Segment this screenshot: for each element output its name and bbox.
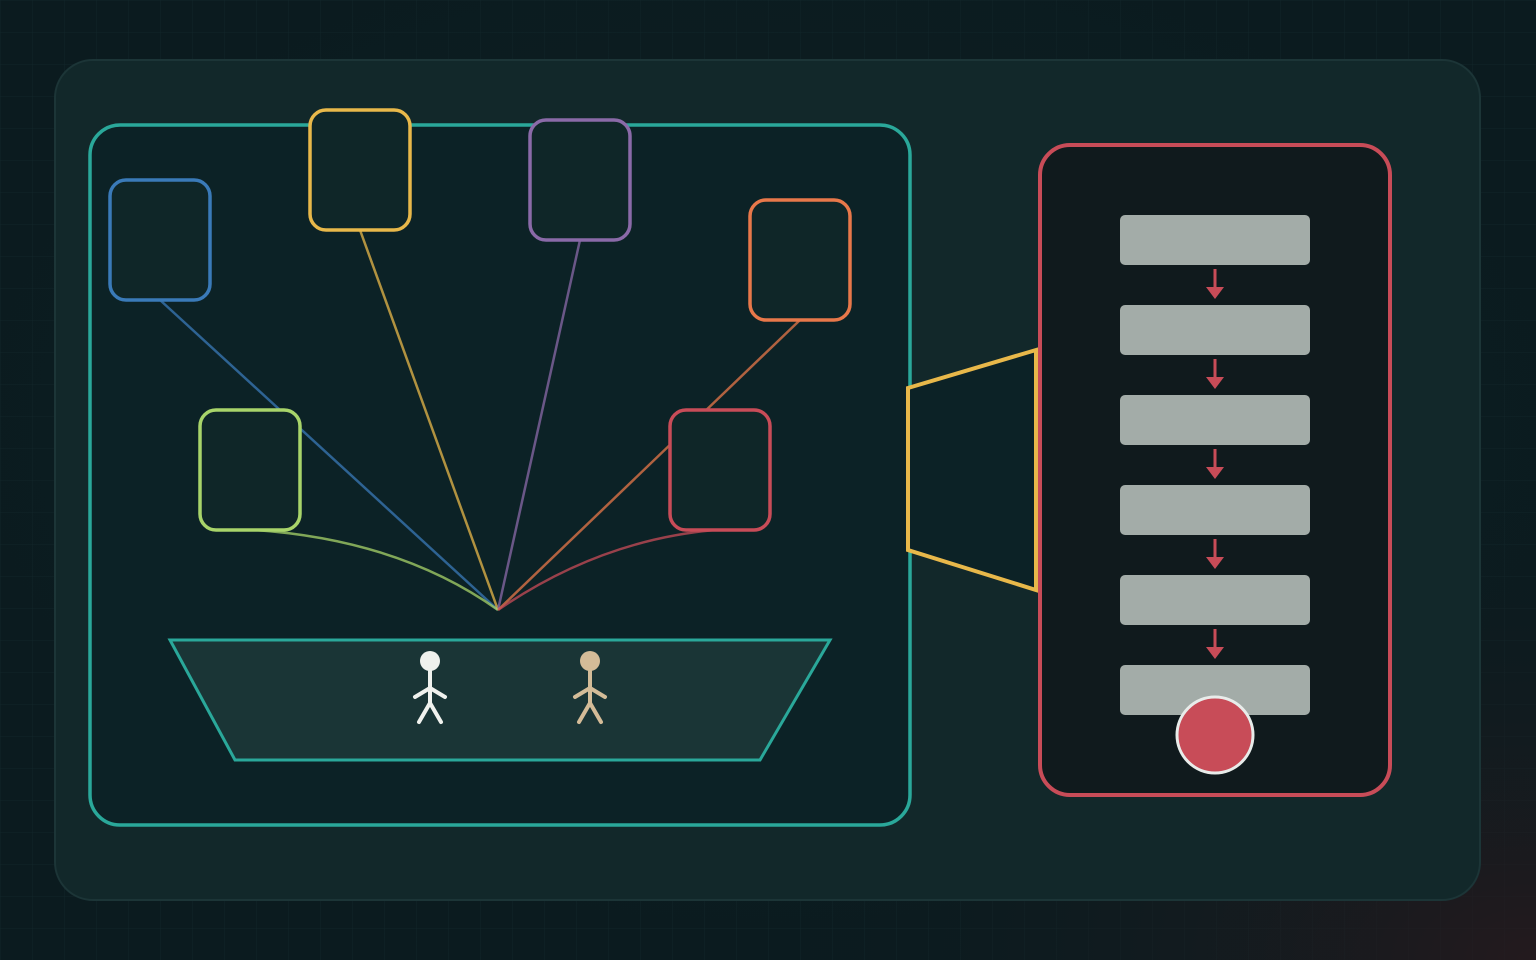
sequence-step-4[interactable] [1120,485,1310,535]
sequence-step-5[interactable] [1120,575,1310,625]
node-yellow-connection-line [358,229,500,611]
sequence-step-6[interactable] [1120,665,1310,715]
sequence-step-1[interactable] [1120,215,1310,265]
figure-group [413,651,607,724]
sequence-arrow-3 [1206,449,1224,479]
node-orange-connection-line [497,319,801,611]
projection-connector [906,347,1038,593]
node-orange[interactable] [748,198,852,322]
sequence-arrow-4 [1206,539,1224,569]
node-blue[interactable] [108,178,212,302]
figure-tan-head [580,651,600,671]
sequence-arrow-2 [1206,359,1224,389]
sequence-step-3[interactable] [1120,395,1310,445]
active-step-marker[interactable] [1175,695,1255,775]
figure-white-head [420,651,440,671]
node-green[interactable] [198,408,302,532]
figure-tan [573,651,607,724]
node-purple-connection-line [496,239,582,611]
node-purple[interactable] [528,118,632,242]
node-red-connection-line [497,528,716,612]
node-yellow[interactable] [308,108,412,232]
stage-platform [167,638,833,762]
node-green-connection-line [254,528,499,612]
figure-white [413,651,447,724]
sequence-steps [1120,215,1310,715]
sequence-step-2[interactable] [1120,305,1310,355]
figure-white-body [413,669,447,724]
figure-tan-body [573,669,607,724]
sequence-arrow-5 [1206,629,1224,659]
sequence-arrow-1 [1206,269,1224,299]
node-group [108,108,852,532]
node-red[interactable] [668,408,772,532]
node-blue-connection-line [159,299,499,611]
connection-lines [159,229,801,612]
sequence-arrows [1206,269,1224,659]
